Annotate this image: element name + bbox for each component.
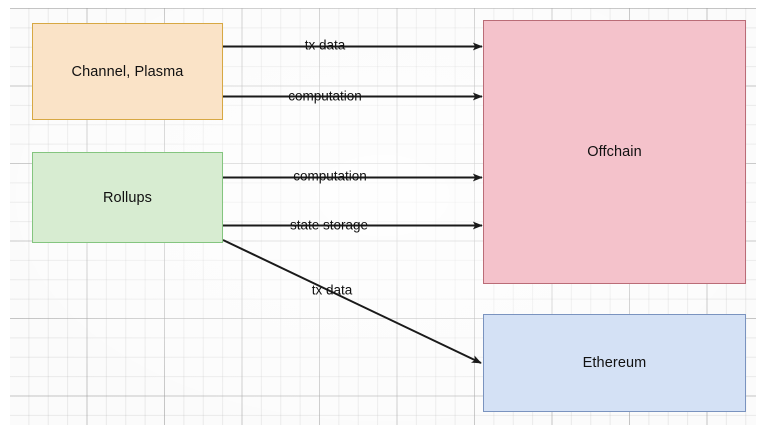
node-ethereum[interactable]: Ethereum (483, 314, 746, 412)
edge-label-tx-data-ethereum: tx data (311, 282, 353, 298)
node-rollups[interactable]: Rollups (32, 152, 223, 243)
edge-label-computation-rollups: computation (293, 168, 367, 184)
node-channel-plasma[interactable]: Channel, Plasma (32, 23, 223, 120)
edge-label-state-storage: state storage (289, 217, 369, 233)
node-offchain-label: Offchain (587, 144, 642, 160)
edge-label-tx-data-channel: tx data (304, 37, 346, 53)
node-offchain[interactable]: Offchain (483, 20, 746, 284)
node-rollups-label: Rollups (102, 189, 153, 206)
node-channel-plasma-label: Channel, Plasma (71, 63, 184, 80)
node-ethereum-label: Ethereum (582, 355, 647, 371)
edge-tx-data-rollups-to-ethereum (222, 239, 482, 364)
edge-label-computation-channel: computation (288, 88, 362, 104)
